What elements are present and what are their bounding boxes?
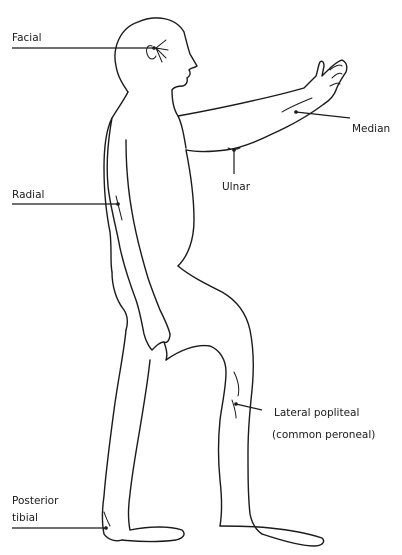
label-posterior-tibial-line2: tibial <box>12 512 38 524</box>
chest-outline <box>172 90 186 148</box>
back-leg-inner <box>129 360 151 530</box>
posterior-tibial-leader-dot <box>104 526 108 530</box>
front-leg-outer <box>178 266 262 534</box>
front-foot-outline <box>220 526 324 546</box>
label-median: Median <box>352 123 390 135</box>
belly-outline <box>178 150 194 266</box>
back-leg-outer <box>103 330 127 541</box>
facial-nerve-branches <box>156 40 168 62</box>
hand-outline <box>152 334 170 360</box>
buttock-outline <box>112 272 127 330</box>
fingers-detail <box>330 65 342 86</box>
radial-nerve-path <box>116 196 122 220</box>
label-lateral-popliteal-line2: (common peroneal) <box>272 429 375 441</box>
back-foot-outline <box>122 527 184 542</box>
label-lateral-popliteal-line1: Lateral popliteal <box>274 407 359 419</box>
facial-leader-dot <box>152 46 156 50</box>
arm-upper-edge <box>178 60 347 116</box>
label-ulnar: Ulnar <box>222 181 251 193</box>
median-nerve-path <box>282 98 312 112</box>
ulnar-leader-dot <box>232 148 236 152</box>
median-leader-dot <box>294 110 298 114</box>
hanging-arm-outer <box>107 118 152 350</box>
leader-lines <box>12 46 350 530</box>
radial-leader-dot <box>116 202 120 206</box>
label-posterior-tibial-line1: Posterior <box>12 495 59 507</box>
body-outline <box>103 18 347 546</box>
front-leg-inner <box>166 346 226 526</box>
lateral-popliteal-leader-dot <box>234 402 238 406</box>
lateral-popliteal-leader <box>236 404 262 410</box>
label-facial: Facial <box>12 32 42 44</box>
label-radial: Radial <box>12 189 44 201</box>
knee-crease <box>234 372 239 396</box>
posterior-tibial-nerve-path <box>104 512 110 526</box>
head-outline <box>115 18 197 92</box>
hanging-arm-inner <box>126 140 170 334</box>
nerve-labels: Facial Median Ulnar Radial Lateral popli… <box>12 32 390 524</box>
